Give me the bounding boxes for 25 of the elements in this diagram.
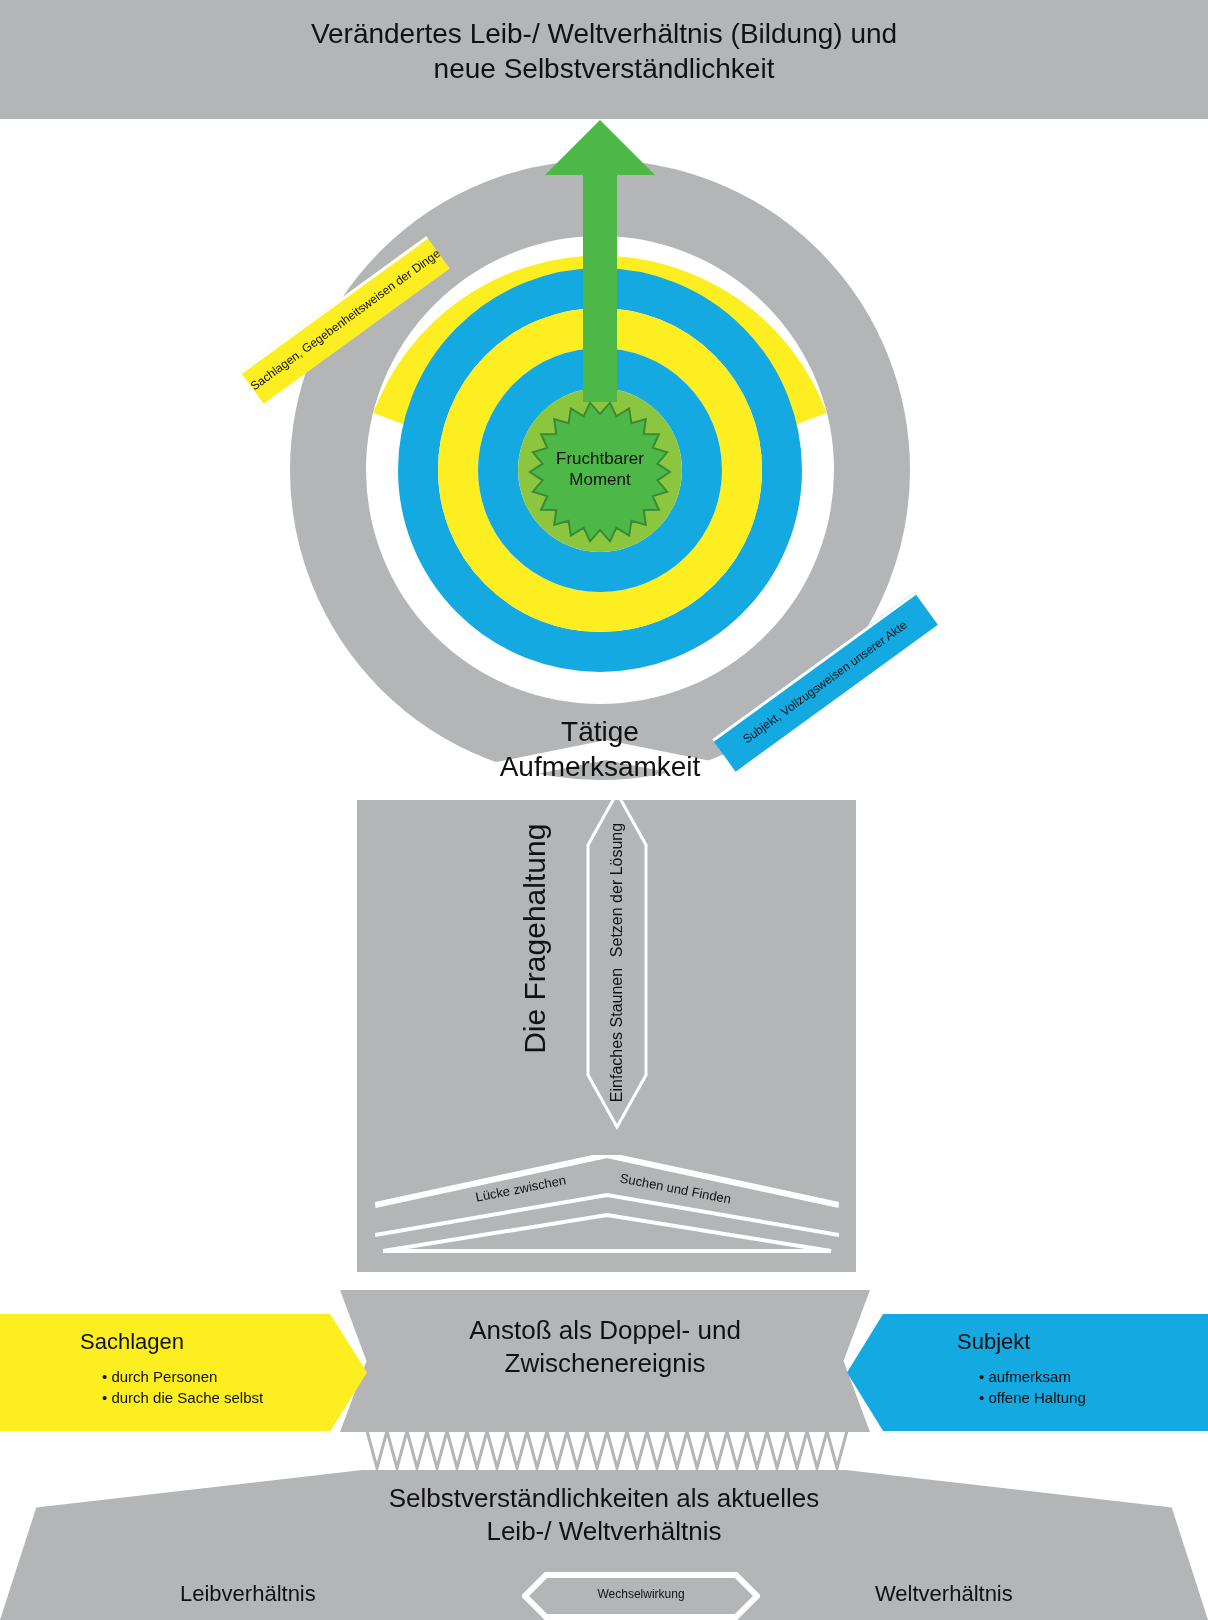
hexagon-arrow	[522, 1572, 760, 1620]
label-text: Wechselwirkung	[596, 1587, 686, 1602]
label-text: Einfaches Staunen	[607, 967, 626, 1103]
label-text: Tätige Aufmerksamkeit	[498, 715, 702, 784]
bullet-item: • offene Haltung	[979, 1388, 1086, 1408]
chevron-band	[375, 1155, 839, 1255]
label-text: Suchen und Finden	[618, 1170, 733, 1208]
heading-text: Sachlagen	[80, 1328, 184, 1356]
label-text: Leibverhältnis	[180, 1580, 316, 1608]
bullet-item: • durch die Sache selbst	[102, 1388, 264, 1408]
bullet-item: • durch Personen	[102, 1367, 219, 1387]
bullet-item: • aufmerksam	[979, 1367, 1072, 1387]
label-text: Verändertes Leib-/ Weltverhältnis (Bildung) und neue Selbstverständlichkeit	[309, 17, 899, 86]
label-text: Setzen der Lösung	[607, 822, 626, 958]
label-text: Anstoß als Doppel- und Zwischenereignis	[468, 1314, 742, 1379]
label-text: Die Fragehaltung	[517, 823, 553, 1054]
result-band	[0, 0, 1208, 119]
base-band	[0, 1470, 1208, 1620]
arrow	[545, 120, 655, 402]
label-text: Lücke zwischen	[474, 1172, 568, 1206]
label-text: Weltverhältnis	[875, 1580, 1013, 1608]
heading-text: Subjekt	[957, 1328, 1031, 1356]
starburst-node	[528, 400, 672, 544]
label-text: Fruchtbarer Moment	[555, 448, 645, 491]
heading-text: Selbstverständlichkeiten als aktuelles Leib-/ Weltverhältnis	[387, 1482, 821, 1547]
